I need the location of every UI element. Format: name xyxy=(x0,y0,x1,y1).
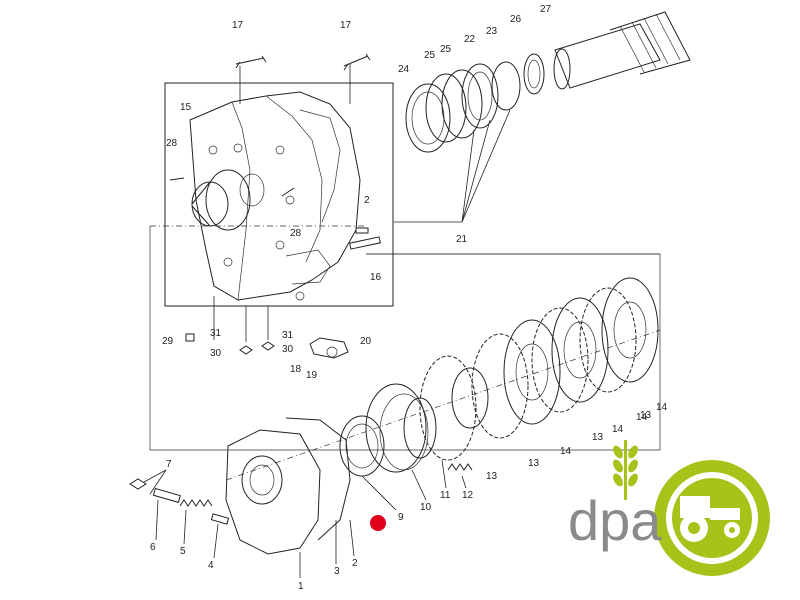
callout-6: 6 xyxy=(150,542,156,553)
callout-22: 22 xyxy=(464,34,476,45)
callout-16: 16 xyxy=(370,272,382,283)
callout-4: 4 xyxy=(208,560,214,571)
callout-17a: 17 xyxy=(232,20,244,31)
callout-9: 9 xyxy=(398,512,404,523)
callout-30b: 30 xyxy=(282,344,294,355)
callout-13a: 13 xyxy=(486,471,498,482)
callout-25b: 25 xyxy=(440,44,452,55)
callout-31a: 31 xyxy=(210,328,222,339)
callout-18: 18 xyxy=(290,364,302,375)
callout-15: 15 xyxy=(180,102,192,113)
lower-projection-frame xyxy=(149,226,661,451)
callout-14b: 14 xyxy=(612,424,624,435)
callout-20: 20 xyxy=(360,336,372,347)
callout-31b: 31 xyxy=(282,330,294,341)
clutch-pack-assembly xyxy=(129,277,661,578)
callout-7: 7 xyxy=(166,459,172,470)
callout-14a: 14 xyxy=(560,446,572,457)
callout-labels: 1 2 3 4 5 6 7 9 10 11 12 13 13 13 13 14 … xyxy=(150,4,668,592)
callout-27: 27 xyxy=(540,4,552,15)
callout-24: 24 xyxy=(398,64,410,75)
callout-21: 21 xyxy=(456,234,468,245)
tractor-icon xyxy=(680,496,740,542)
callout-5: 5 xyxy=(180,546,186,557)
callout-30a: 30 xyxy=(210,348,222,359)
logo-text: dpa xyxy=(568,489,662,552)
callout-13b: 13 xyxy=(528,458,540,469)
callout-29: 29 xyxy=(162,336,174,347)
callout-14c: 14 xyxy=(636,412,648,423)
callout-13c: 13 xyxy=(592,432,604,443)
callout-1: 1 xyxy=(298,581,304,592)
callout-2b: 2 xyxy=(364,195,370,206)
callout-2: 2 xyxy=(352,558,358,569)
housing-inset xyxy=(150,53,394,359)
wheat-icon xyxy=(613,440,638,500)
callout-26: 26 xyxy=(510,14,522,25)
red-marker-dot xyxy=(370,515,386,531)
callout-17b: 17 xyxy=(340,20,352,31)
callout-12: 12 xyxy=(462,490,474,501)
callout-14d: 14 xyxy=(656,402,668,413)
gear-ring-icon xyxy=(654,460,770,576)
upper-shaft-assembly xyxy=(394,11,691,223)
callout-3: 3 xyxy=(334,566,340,577)
callout-25a: 25 xyxy=(424,50,436,61)
callout-13d: 13 xyxy=(640,410,652,421)
callout-28b: 28 xyxy=(290,228,302,239)
callout-10: 10 xyxy=(420,502,432,513)
callout-28a: 28 xyxy=(166,138,178,149)
callout-23: 23 xyxy=(486,26,498,37)
dpa-logo: dpa xyxy=(568,440,770,576)
callout-11: 11 xyxy=(440,490,451,501)
callout-19: 19 xyxy=(306,370,318,381)
